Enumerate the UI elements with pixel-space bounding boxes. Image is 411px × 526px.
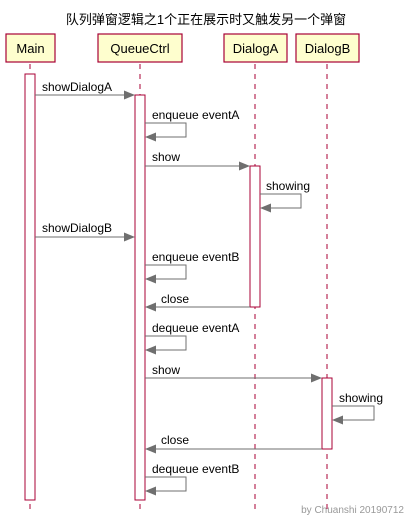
- participant-queuectrl: QueueCtrl: [97, 33, 183, 63]
- message-label: show: [152, 150, 180, 164]
- message-label: close: [161, 292, 189, 306]
- participant-main: Main: [5, 33, 56, 63]
- message-dequeue-event-a: dequeue eventA: [145, 321, 239, 355]
- activation-queuectrl: [134, 94, 146, 501]
- message-close-a: close: [145, 292, 250, 312]
- message-label: dequeue eventA: [152, 321, 239, 335]
- participant-dialoga-label: DialogA: [233, 41, 279, 56]
- message-dequeue-event-b: dequeue eventB: [145, 462, 239, 496]
- participant-main-label: Main: [16, 41, 44, 56]
- message-label: showing: [339, 391, 383, 405]
- message-showing-a: showing: [260, 179, 310, 213]
- participant-dialoga: DialogA: [223, 33, 288, 63]
- message-label: dequeue eventB: [152, 462, 239, 476]
- message-enqueue-event-b: enqueue eventB: [145, 250, 239, 284]
- activation-main: [24, 73, 36, 501]
- participant-dialogb-label: DialogB: [305, 41, 351, 56]
- diagram-title: 队列弹窗逻辑之1个正在展示时又触发另一个弹窗: [66, 12, 346, 27]
- message-show-b: show: [145, 363, 322, 383]
- message-show-a: show: [145, 150, 250, 171]
- activation-dialoga: [249, 165, 261, 308]
- activation-dialogb: [321, 377, 333, 450]
- message-label: enqueue eventA: [152, 108, 239, 122]
- message-label: show: [152, 363, 180, 377]
- message-label: enqueue eventB: [152, 250, 239, 264]
- message-show-dialog-a: showDialogA: [35, 80, 135, 100]
- message-label: showDialogB: [42, 221, 112, 235]
- message-close-b: close: [145, 433, 322, 454]
- message-showing-b: showing: [332, 391, 383, 425]
- message-label: close: [161, 433, 189, 447]
- watermark: by Chuanshi 20190712: [301, 505, 404, 516]
- message-show-dialog-b: showDialogB: [35, 221, 135, 242]
- message-enqueue-event-a: enqueue eventA: [145, 108, 239, 142]
- message-label: showDialogA: [42, 80, 112, 94]
- participant-dialogb: DialogB: [295, 33, 360, 63]
- participant-queuectrl-label: QueueCtrl: [110, 41, 169, 56]
- message-label: showing: [266, 179, 310, 193]
